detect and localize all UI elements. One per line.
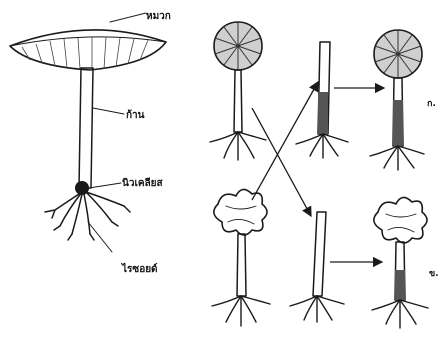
label-rhizoid: ไรซอยด์	[121, 262, 158, 275]
ragged-cap	[214, 189, 267, 235]
cap	[10, 30, 166, 70]
arrow-bottom-donor-to-top-stalk	[252, 82, 318, 200]
rhizoid	[45, 192, 130, 240]
bottom-donor-plant	[212, 189, 270, 326]
bottom-row	[212, 189, 428, 328]
top-cut-stalk	[296, 42, 348, 158]
bottom-result-plant	[372, 197, 428, 328]
arrow-top-donor-to-bottom-stalk	[252, 108, 311, 216]
top-donor-plant	[210, 22, 266, 160]
labeled-acetabularia	[10, 13, 166, 252]
smooth-cap	[374, 30, 422, 78]
label-cap: หมวก	[146, 11, 171, 22]
label-nucleus: นิวเคลียส	[122, 177, 164, 189]
bottom-cut-stalk	[290, 212, 344, 322]
row-label-bottom: ข.	[429, 269, 439, 279]
stalk	[79, 68, 93, 188]
ragged-cap	[374, 197, 427, 243]
top-row	[210, 22, 424, 170]
row-label-top: ก.	[427, 99, 436, 109]
top-result-plant	[370, 30, 424, 170]
label-stalk: ก้าน	[126, 109, 145, 121]
smooth-cap	[214, 22, 262, 70]
